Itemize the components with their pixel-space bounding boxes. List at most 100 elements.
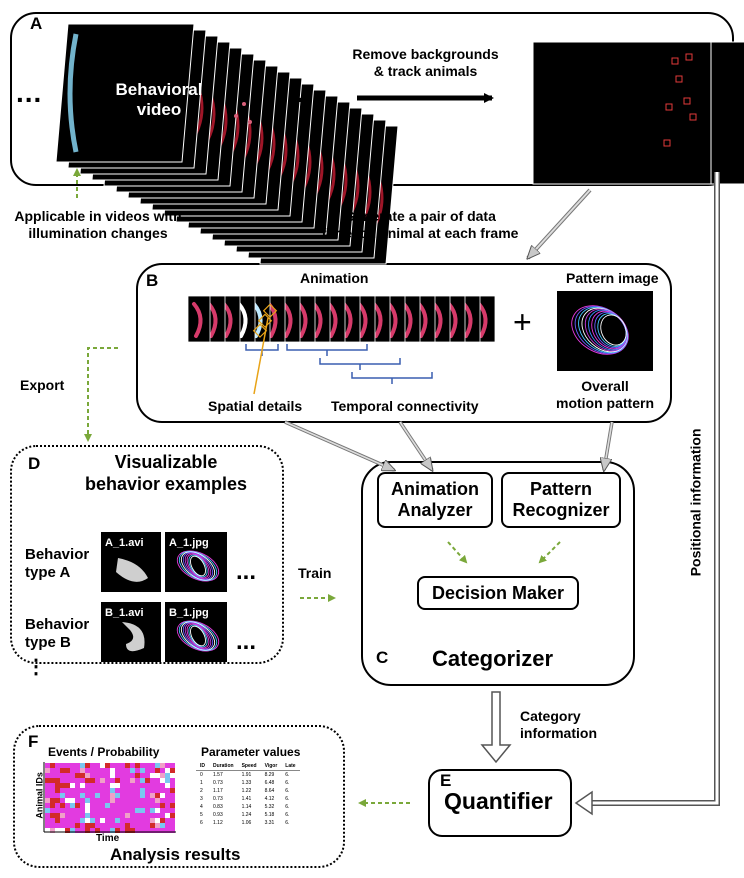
heatmap-cell (80, 788, 85, 793)
tracking-box (663, 139, 671, 147)
heatmap-cell (55, 768, 60, 773)
table-cell: 1.14 (241, 804, 252, 810)
table-cell: 1.12 (213, 820, 223, 826)
heatmap-cell (90, 793, 95, 798)
heatmap-cell (140, 783, 145, 788)
heatmap-cell (145, 778, 150, 783)
heatmap-cell (140, 793, 145, 798)
table-cell: 6. (285, 804, 290, 810)
panel-d-letter: D (28, 454, 41, 473)
heatmap-cell (100, 828, 105, 833)
heatmap-cell (160, 808, 165, 813)
heatmap-cell (130, 803, 135, 808)
panel-c-box (361, 461, 635, 686)
heatmap-cell (100, 813, 105, 818)
larva-shape (222, 302, 233, 338)
larva-shape (462, 302, 473, 338)
larva-silhouette (116, 558, 148, 582)
heatmap-cell (170, 808, 175, 813)
heatmap-cell (165, 798, 170, 803)
heatmap-cell (145, 818, 150, 823)
table-cell: 6. (285, 780, 290, 786)
heatmap-cell (45, 798, 50, 803)
heatmap-cell (155, 788, 160, 793)
heatmap-cell (50, 788, 55, 793)
heatmap-cell (100, 773, 105, 778)
heatmap-cell (100, 818, 105, 823)
heatmap-cell (90, 818, 95, 823)
heatmap-cell (145, 763, 150, 768)
heatmap-cell (110, 828, 115, 833)
heatmap-cell (110, 768, 115, 773)
heatmap-cell (105, 803, 110, 808)
heatmap-cell (45, 823, 50, 828)
heatmap-cell (130, 763, 135, 768)
heatmap-cell (150, 778, 155, 783)
heatmap-cell (140, 768, 145, 773)
heatmap-cell (100, 808, 105, 813)
pattern-trace (188, 624, 208, 648)
pattern-bg (557, 291, 653, 371)
heatmap-cell (110, 818, 115, 823)
temporal-bracket-3 (351, 372, 433, 384)
heatmap-cell (120, 768, 125, 773)
plus-sign: + (513, 304, 532, 340)
heatmap-cell (120, 783, 125, 788)
heatmap-cell (80, 808, 85, 813)
heatmap-cell (125, 823, 130, 828)
heatmap-cell (50, 828, 55, 833)
heatmap-cell (50, 793, 55, 798)
heatmap-cell (60, 803, 65, 808)
heatmap-cell (95, 823, 100, 828)
heatmap-cell (80, 823, 85, 828)
tracking-box (671, 57, 679, 65)
heatmap-cell (45, 813, 50, 818)
heatmap-cell (55, 778, 60, 783)
example-a-ellipsis: ... (236, 558, 257, 585)
heatmap-cell (130, 813, 135, 818)
heatmap-cell (140, 798, 145, 803)
larva-shape (342, 302, 353, 338)
heatmap-cell (165, 783, 170, 788)
table-cell: 1.91 (241, 772, 252, 778)
heatmap-cell (120, 788, 125, 793)
larva-shape (327, 302, 338, 338)
heatmap-cell (165, 828, 170, 833)
heatmap-cell (65, 783, 70, 788)
heatmap-cell (165, 768, 170, 773)
pattern-image-title: Pattern image (566, 270, 659, 286)
heatmap-cell (135, 768, 140, 773)
heatmap-cell (45, 828, 50, 833)
heatmap-cell (45, 783, 50, 788)
table-cell: 0.73 (213, 796, 223, 802)
heatmap-cell (130, 823, 135, 828)
heatmap-cell (60, 808, 65, 813)
heatmap-cell (90, 783, 95, 788)
heatmap-cell (60, 823, 65, 828)
heatmap-cell (120, 828, 125, 833)
heatmap-cell (165, 763, 170, 768)
table-cell: 6 (200, 820, 203, 826)
heatmap-cell (135, 763, 140, 768)
heatmap-cell (45, 818, 50, 823)
category-info-arrow (480, 691, 512, 764)
table-cell: 1.06 (241, 820, 252, 826)
heatmap-cell (95, 783, 100, 788)
heatmap-cell (55, 793, 60, 798)
pattern-recognizer-box: Pattern Recognizer (501, 472, 621, 528)
heatmap-cell (110, 808, 115, 813)
generate-data-label: Generate a pair of data for each animal … (321, 208, 519, 241)
overall-motion-label: Overall motion pattern (556, 378, 654, 411)
heatmap-cell (130, 798, 135, 803)
table-header-cell: Duration (209, 762, 238, 771)
heatmap-cell (55, 808, 60, 813)
pattern-trace (182, 552, 214, 580)
jpg-thumbnail (165, 532, 227, 592)
heatmap-cell (120, 798, 125, 803)
heatmap-cell (90, 808, 95, 813)
heatmap-cell (160, 813, 165, 818)
pattern-trace (188, 554, 208, 578)
heatmap-cell (55, 818, 60, 823)
heatmap-cell (90, 828, 95, 833)
heatmap-cell (170, 798, 175, 803)
